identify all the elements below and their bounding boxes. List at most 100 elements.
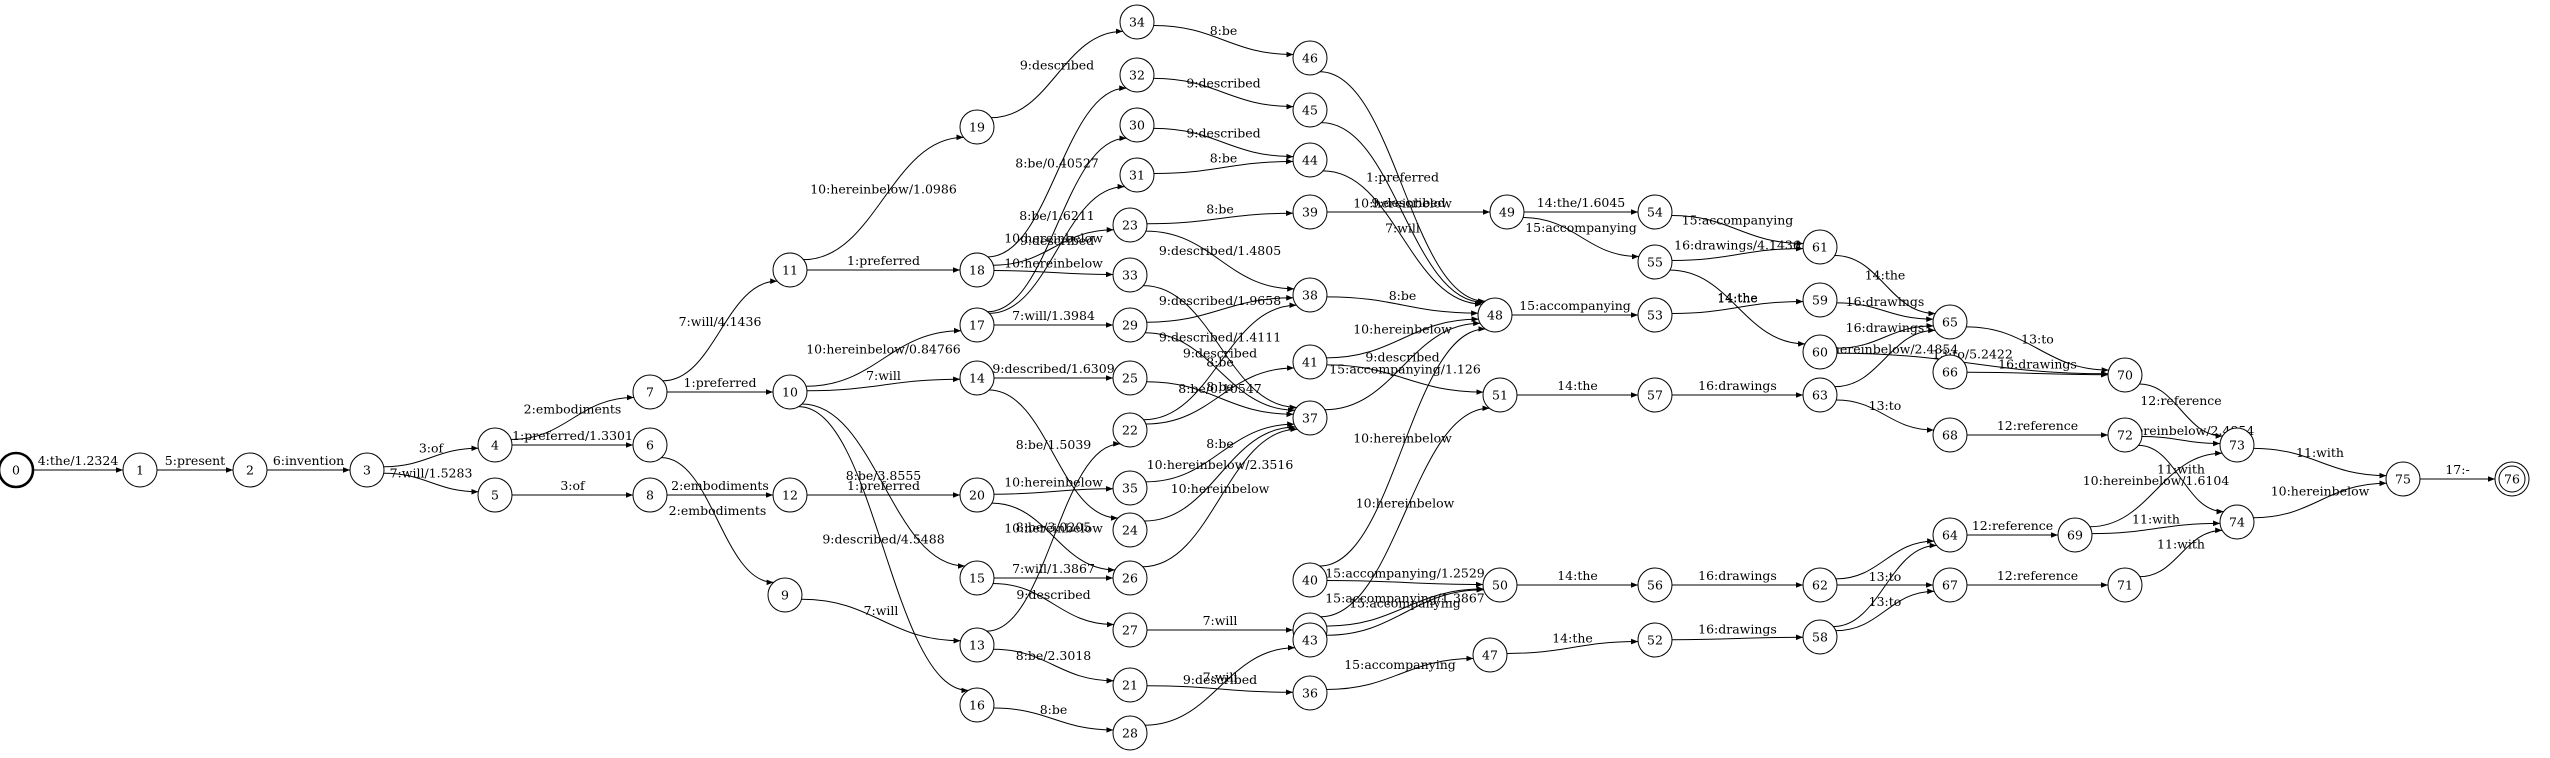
state-circle (1119, 107, 1155, 143)
edge-label: 8:be (1206, 379, 1234, 394)
edge-label: 13:to (1869, 569, 1902, 584)
state-label: 71 (2117, 578, 2133, 593)
edge-label: 14:the (1557, 378, 1598, 393)
state-circle (1802, 567, 1838, 603)
edge-line (1523, 216, 1639, 260)
edge-line (1835, 538, 1935, 580)
state-circle (232, 452, 268, 488)
state-label: 51 (1492, 388, 1508, 403)
state-node-24: 24 (1112, 512, 1148, 548)
edge-18-32: 8:be/0.40527 (987, 85, 1127, 258)
edge-64-69: 12:reference (1967, 518, 2058, 538)
edge-label: 11:with (2157, 537, 2205, 552)
edge-label: 2:embodiments (524, 402, 622, 417)
edge-label: 15:accompanying (1349, 596, 1461, 611)
edge-label: 10:hereinbelow (1004, 231, 1103, 246)
state-node-50: 50 (1482, 567, 1518, 603)
state-node-8: 8 (632, 477, 668, 513)
edge-line (1833, 542, 1937, 628)
edge-line (993, 485, 1114, 495)
edge-label: 8:be/2.3018 (1016, 648, 1092, 663)
edge-1-2: 5:present (157, 453, 233, 473)
state-node-71: 71 (2107, 567, 2143, 603)
state-label: 47 (1482, 648, 1498, 663)
edge-43-50: 15:accompanying (1326, 586, 1484, 636)
edge-label: 12:reference (2140, 393, 2221, 408)
state-node-39: 39 (1292, 194, 1328, 230)
edge-label: 15:accompanying (1682, 213, 1794, 228)
edge-17-31: 9:described (989, 183, 1125, 314)
edge-3-4: 3:of (383, 441, 479, 468)
edge-label: 10:hereinbelow/2.3516 (1147, 457, 1294, 472)
state-label: 67 (1942, 578, 1958, 593)
state-circle (1932, 567, 1968, 603)
edge-56-62: 16:drawings (1672, 568, 1803, 588)
state-label: 12 (782, 488, 798, 503)
start-state-circle (0, 451, 35, 489)
state-label: 73 (2229, 438, 2245, 453)
edge-label: 13:to (2021, 332, 2054, 347)
state-node-6: 6 (632, 427, 668, 463)
edge-line (801, 598, 961, 644)
edge-11-19: 10:hereinbelow/1.0986 (803, 134, 964, 261)
state-label: 60 (1812, 345, 1828, 360)
edge-18-23: 10:hereinbelow (993, 227, 1114, 266)
edge-line (1835, 588, 1935, 632)
state-circle (767, 577, 803, 613)
edge-49-54: 14:the/1.6045 (1524, 195, 1638, 215)
state-label: 20 (969, 488, 985, 503)
edge-label: 16:drawings (1698, 568, 1777, 583)
edge-line (993, 270, 1114, 278)
state-label: 17 (969, 318, 985, 333)
edge-72-74: 11:with (2138, 444, 2224, 515)
edge-label: 9:described/1.4805 (1159, 243, 1281, 258)
edge-69-73: 10:hereinbelow/1.6104 (2083, 450, 2229, 528)
state-circle (1472, 637, 1508, 673)
edge-10-15: 8:be/3.8555 (802, 403, 965, 569)
edge-label: 16:drawings (1698, 622, 1777, 637)
edge-line (1836, 352, 2109, 377)
edge-label: 9:described (1020, 58, 1094, 73)
state-circle (477, 477, 513, 513)
state-label: 75 (2395, 472, 2411, 487)
edge-28-43: 7:will (1145, 645, 1295, 726)
state-circle (1112, 560, 1148, 596)
edge-15-27: 9:described (993, 582, 1114, 628)
state-node-31: 31 (1119, 157, 1155, 193)
state-circle (1932, 354, 1968, 390)
edge-line (1326, 316, 1479, 359)
state-node-75: 75 (2385, 461, 2421, 497)
edge-line (991, 28, 1123, 119)
state-label: 64 (1942, 528, 1958, 543)
state-label: 49 (1499, 205, 1515, 220)
edge-line (1326, 364, 1484, 395)
edge-label: 10:hereinbelow/2.4854 (1812, 342, 1959, 357)
edge-label: 8:be (1389, 288, 1417, 303)
edge-label: 7:will/4.1436 (679, 314, 762, 329)
state-label: 59 (1812, 293, 1828, 308)
state-node-12: 12 (772, 477, 808, 513)
state-node-21: 21 (1112, 667, 1148, 703)
edge-line (986, 441, 1121, 632)
edge-line (1146, 210, 1294, 225)
state-circle (959, 627, 995, 663)
state-node-13: 13 (959, 627, 995, 663)
state-node-29: 29 (1112, 307, 1148, 343)
state-node-15: 15 (959, 560, 995, 596)
edge-line (2253, 447, 2387, 479)
edge-38-48: 8:be (1326, 288, 1479, 316)
edge-21-36: 9:described (1146, 672, 1294, 696)
state-circle (1292, 675, 1328, 711)
state-node-43: 43 (1292, 622, 1328, 658)
state-circle (1119, 157, 1155, 193)
state-node-65: 65 (1932, 304, 1968, 340)
state-node-62: 62 (1802, 567, 1838, 603)
edge-label: 10:hereinbelow/1.0986 (810, 182, 957, 197)
state-node-40: 40 (1292, 562, 1328, 598)
state-circle (772, 252, 808, 288)
state-circle (1112, 512, 1148, 548)
edge-label: 14:the (1717, 291, 1758, 306)
state-circle (349, 452, 385, 488)
